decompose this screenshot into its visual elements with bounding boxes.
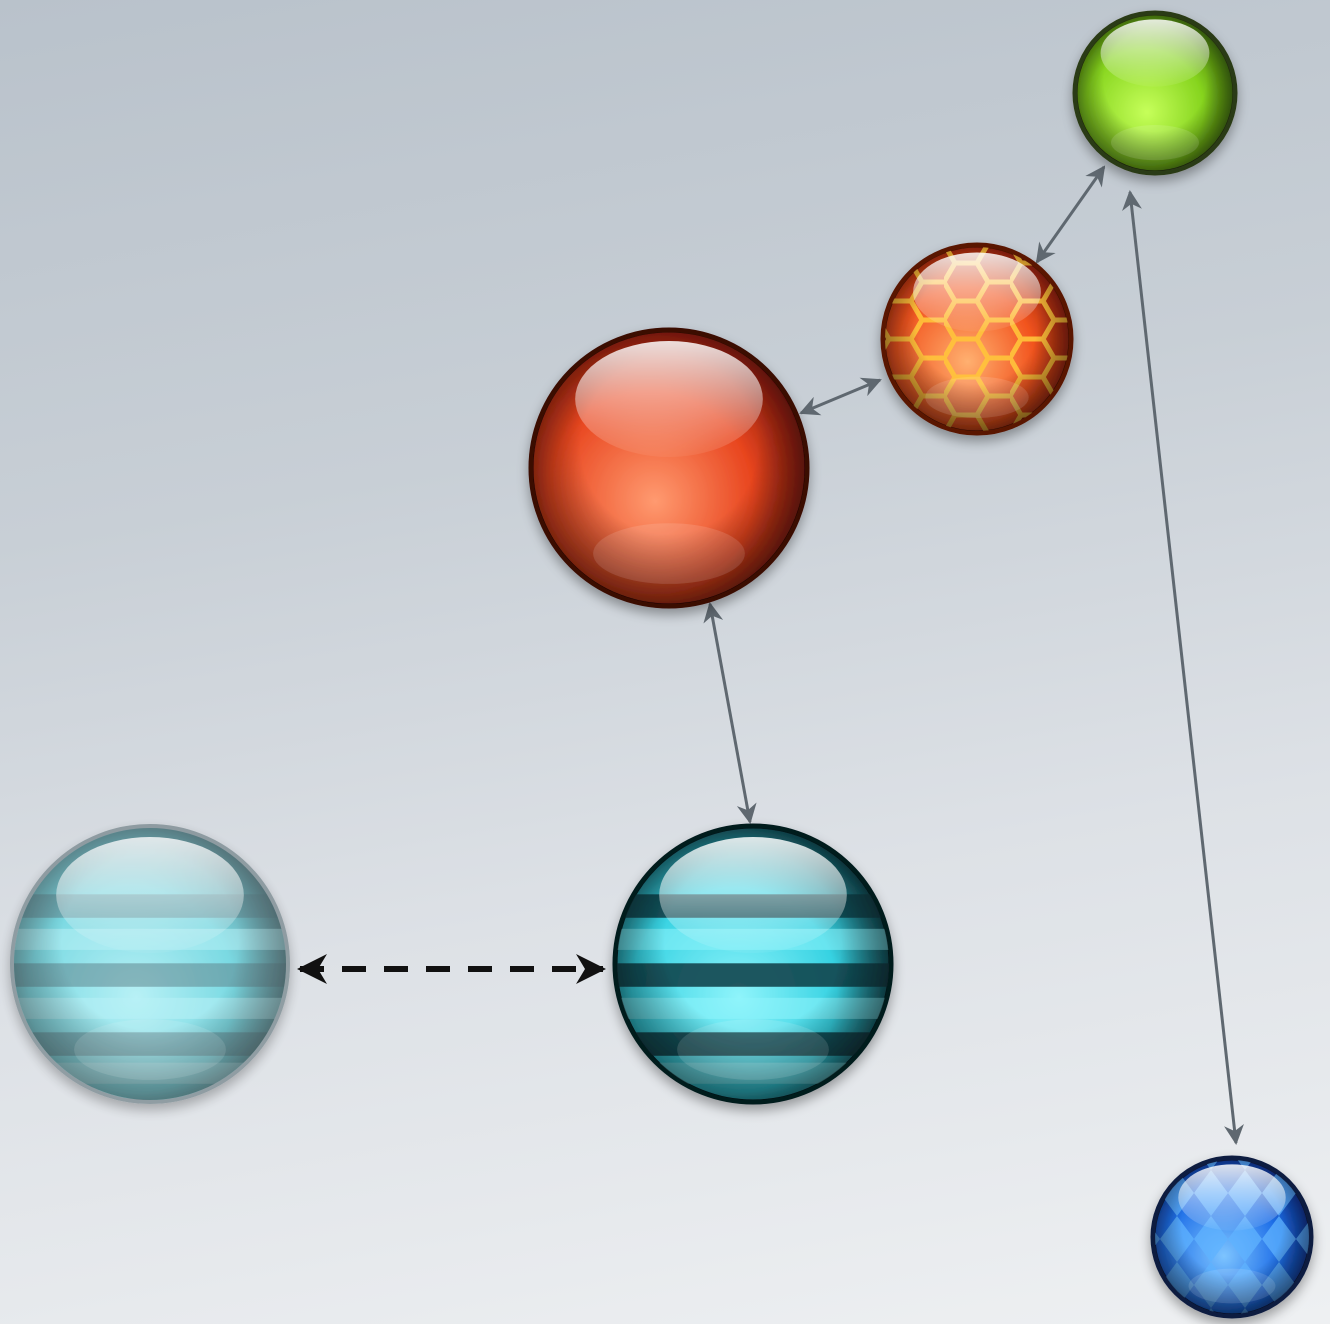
red-sphere xyxy=(528,327,810,609)
cyan-striped-sphere xyxy=(612,823,894,1105)
arrow-red-cyan xyxy=(703,602,757,824)
nodes-layer xyxy=(10,10,1314,1319)
edges-layer xyxy=(297,165,1244,1145)
arrow-green-blue xyxy=(1122,190,1244,1145)
cyan-striped-sphere-faded xyxy=(10,824,290,1104)
arrow-green-hex xyxy=(1035,165,1106,264)
blue-diamond-sphere xyxy=(1150,1155,1314,1319)
green-sphere xyxy=(1072,10,1238,176)
arrow-hex-red xyxy=(799,377,882,416)
hex-pattern-sphere xyxy=(880,242,1074,436)
